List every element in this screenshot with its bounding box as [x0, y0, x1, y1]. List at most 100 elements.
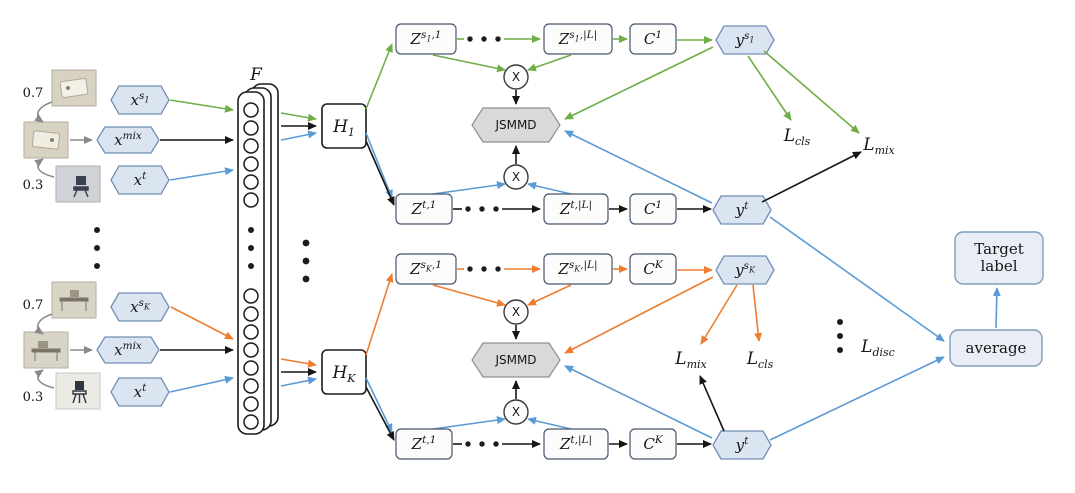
x-target-label-top: xt: [134, 170, 147, 189]
dot: [302, 239, 310, 247]
dot: [837, 319, 843, 325]
arrow-h1-to-zs1: [365, 43, 393, 110]
z-t1-first-label: Zt,1: [411, 199, 437, 218]
dot: [465, 441, 471, 447]
f-unit: [243, 378, 259, 394]
jsmmd-label-K: JSMMD: [494, 353, 536, 367]
arrow-mix-weight-bottom-2: [34, 369, 55, 389]
y-t-bottom-label: yt: [735, 435, 749, 454]
vdots-inputs: [94, 227, 100, 269]
mix-input-group-top: 0.7 0.3 xs1 xmix xt: [23, 69, 170, 203]
arrow-f-to-h1-source: [280, 112, 317, 122]
h1-box: [321, 103, 367, 149]
photo-object: [59, 297, 89, 311]
arrow-mix-weight-top-2: [34, 158, 55, 178]
y-s1-node: [715, 25, 775, 55]
multiply-label-s1: X: [512, 70, 520, 84]
feature-extractor-label: F: [249, 65, 263, 85]
input-to-f-arrows: [160, 99, 234, 393]
dot: [479, 206, 485, 212]
dot: [479, 441, 485, 447]
branchK: ZsK,1 ZsK,|L| CK ysK JSMMD X X Zt,1: [365, 253, 775, 460]
dot: [837, 347, 843, 353]
x-mix-node-top: [96, 126, 160, 154]
z-tK-first-box: [395, 428, 453, 460]
arrow-yt-bottom-to-lmix: [699, 375, 725, 432]
dot: [94, 245, 100, 251]
f-unit: [243, 138, 259, 154]
photo-object: [31, 348, 61, 361]
z-sK-1-box: [395, 253, 457, 285]
multiply-circle-sK: [503, 299, 529, 325]
y-t-top-node: [712, 195, 772, 225]
y-t-bottom-node: [712, 430, 772, 460]
x-target-node-top: [110, 165, 170, 195]
photo-object: [76, 176, 86, 185]
z-s1-1-label: Zs1,1: [410, 29, 442, 48]
arrow-yt-top-to-average: [769, 216, 945, 342]
sample-image-sourceK: [51, 281, 97, 319]
x-sK-label: xsK: [130, 297, 151, 316]
z-t1-last-label: Zt,|L|: [559, 199, 592, 218]
f-unit: [243, 414, 259, 430]
dot: [493, 441, 499, 447]
dot: [495, 266, 501, 272]
arrow-hk-to-zsK: [365, 273, 394, 356]
dot: [837, 333, 843, 339]
dot: [302, 275, 310, 283]
y-sK-node: [715, 255, 775, 285]
z-tK-last-label: Zt,|L|: [559, 434, 592, 453]
c1-source-label: C1: [644, 29, 662, 48]
arrow-ys1-to-lcls: [747, 55, 792, 121]
x-mix-node-bottom: [96, 336, 160, 364]
z-s1-L-box: [543, 23, 613, 55]
arrow-ztK-to-multiply: [432, 416, 506, 430]
f-unit: [243, 156, 259, 172]
z-sK-1-label: ZsK,1: [409, 259, 442, 278]
photo-detail: [50, 138, 54, 142]
dot: [248, 227, 254, 233]
z-sK-L-label: ZsK,|L|: [557, 259, 597, 278]
multiply-circle-s1: [503, 64, 529, 90]
arrow-average-to-target-label: [992, 287, 1001, 329]
arrow-f-to-hk-target: [280, 376, 317, 387]
x-s1-node: [110, 85, 170, 115]
y-s1-label: ys1: [735, 30, 755, 49]
hk-label: HK: [331, 363, 356, 385]
cK-source-label: CK: [643, 259, 663, 278]
dot: [94, 227, 100, 233]
jsmmd-node-K: [471, 342, 561, 378]
sample-image-mix-top: [23, 121, 69, 159]
feature-extractor: F: [237, 65, 279, 435]
arrow-mix-weight-top-1: [34, 101, 53, 123]
arrow-h1-to-zt1-target: [365, 132, 393, 199]
photo-detail: [70, 290, 79, 297]
arrow-xsK-to-f: [170, 306, 234, 340]
dot: [467, 266, 473, 272]
c1-source-box: [629, 23, 677, 55]
loss-cls-bottom: Lcls: [746, 349, 774, 371]
loss-mix-top: Lmix: [862, 135, 895, 157]
arrow-zsKL-to-multiply: [527, 284, 572, 306]
c1-target-box: [629, 193, 677, 225]
average-label: average: [966, 339, 1027, 357]
arrow-hk-to-ztK-target: [365, 377, 393, 433]
cK-target-label: CK: [643, 434, 663, 453]
dot: [302, 257, 310, 265]
z-tK-last-box: [543, 428, 609, 460]
mix-input-group-bottom: 0.7 0.3 xsK xmix xt: [23, 281, 170, 410]
z-sK-L-box: [543, 253, 613, 285]
z-s1-1-box: [395, 23, 457, 55]
arrow-zt1L-to-multiply: [527, 181, 572, 195]
dot: [94, 263, 100, 269]
loss-mix-bottom: Lmix: [674, 349, 707, 371]
f-unit: [243, 360, 259, 376]
f-unit: [243, 342, 259, 358]
arrow-ysK-to-jsmmd2: [564, 276, 714, 354]
sample-image-target-bottom: [55, 372, 101, 410]
arrow-yt-top-to-lmix: [761, 151, 862, 203]
multiply-circle-t1: [503, 164, 529, 190]
